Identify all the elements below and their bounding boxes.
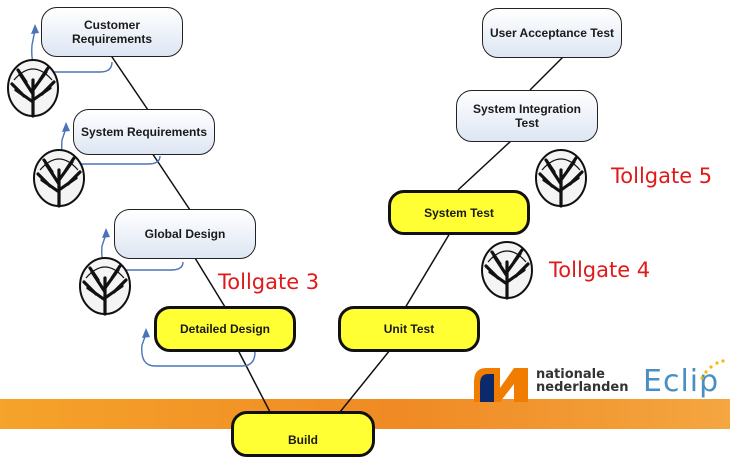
tollgate-5-label: Tollgate 5 <box>611 164 713 188</box>
box-system-test: System Test <box>388 190 530 235</box>
connector-system-global <box>149 149 191 211</box>
connector-system-test-sit <box>457 139 513 191</box>
arrowhead-global <box>102 228 110 238</box>
nn-lion-logo-icon <box>474 368 528 402</box>
box-system-requirements: System Requirements <box>73 109 215 155</box>
nn-line-1: nationale <box>536 367 605 382</box>
box-build: Build <box>231 411 375 457</box>
arrowhead-system <box>62 122 70 132</box>
box-customer-requirements: Customer Requirements <box>41 7 183 57</box>
box-system-integration-test: System Integration Test <box>456 90 598 142</box>
tollgate-3-label: Tollgate 3 <box>218 270 320 294</box>
connector-unit-system-test <box>404 232 451 309</box>
connector-customer-system <box>109 53 149 111</box>
tree-icon <box>32 148 86 208</box>
box-global-design: Global Design <box>114 209 256 259</box>
connector-build-unit <box>339 349 391 413</box>
tollgate-4-label: Tollgate 4 <box>549 258 651 282</box>
tree-icon <box>6 58 60 118</box>
connector-global-detailed <box>194 257 226 308</box>
connector-detailed-build <box>237 349 271 413</box>
tree-icon <box>480 240 534 300</box>
logo-area: nationale nederlanden Eclip <box>466 358 730 408</box>
box-user-acceptance-test: User Acceptance Test <box>482 8 622 58</box>
eclip-dots-icon <box>700 359 725 380</box>
nn-wordmark: nationale nederlanden <box>536 368 628 394</box>
eclip-wordmark: Eclip <box>643 364 720 399</box>
feedback-arrow-detailed <box>141 333 256 367</box>
tree-icon <box>78 256 132 316</box>
box-detailed-design: Detailed Design <box>154 306 296 352</box>
box-unit-test: Unit Test <box>338 306 480 352</box>
arrowhead-customer <box>31 24 39 34</box>
arrowhead-detailed <box>142 328 150 338</box>
nn-line-2: nederlanden <box>536 380 629 395</box>
tree-icon <box>534 148 588 208</box>
